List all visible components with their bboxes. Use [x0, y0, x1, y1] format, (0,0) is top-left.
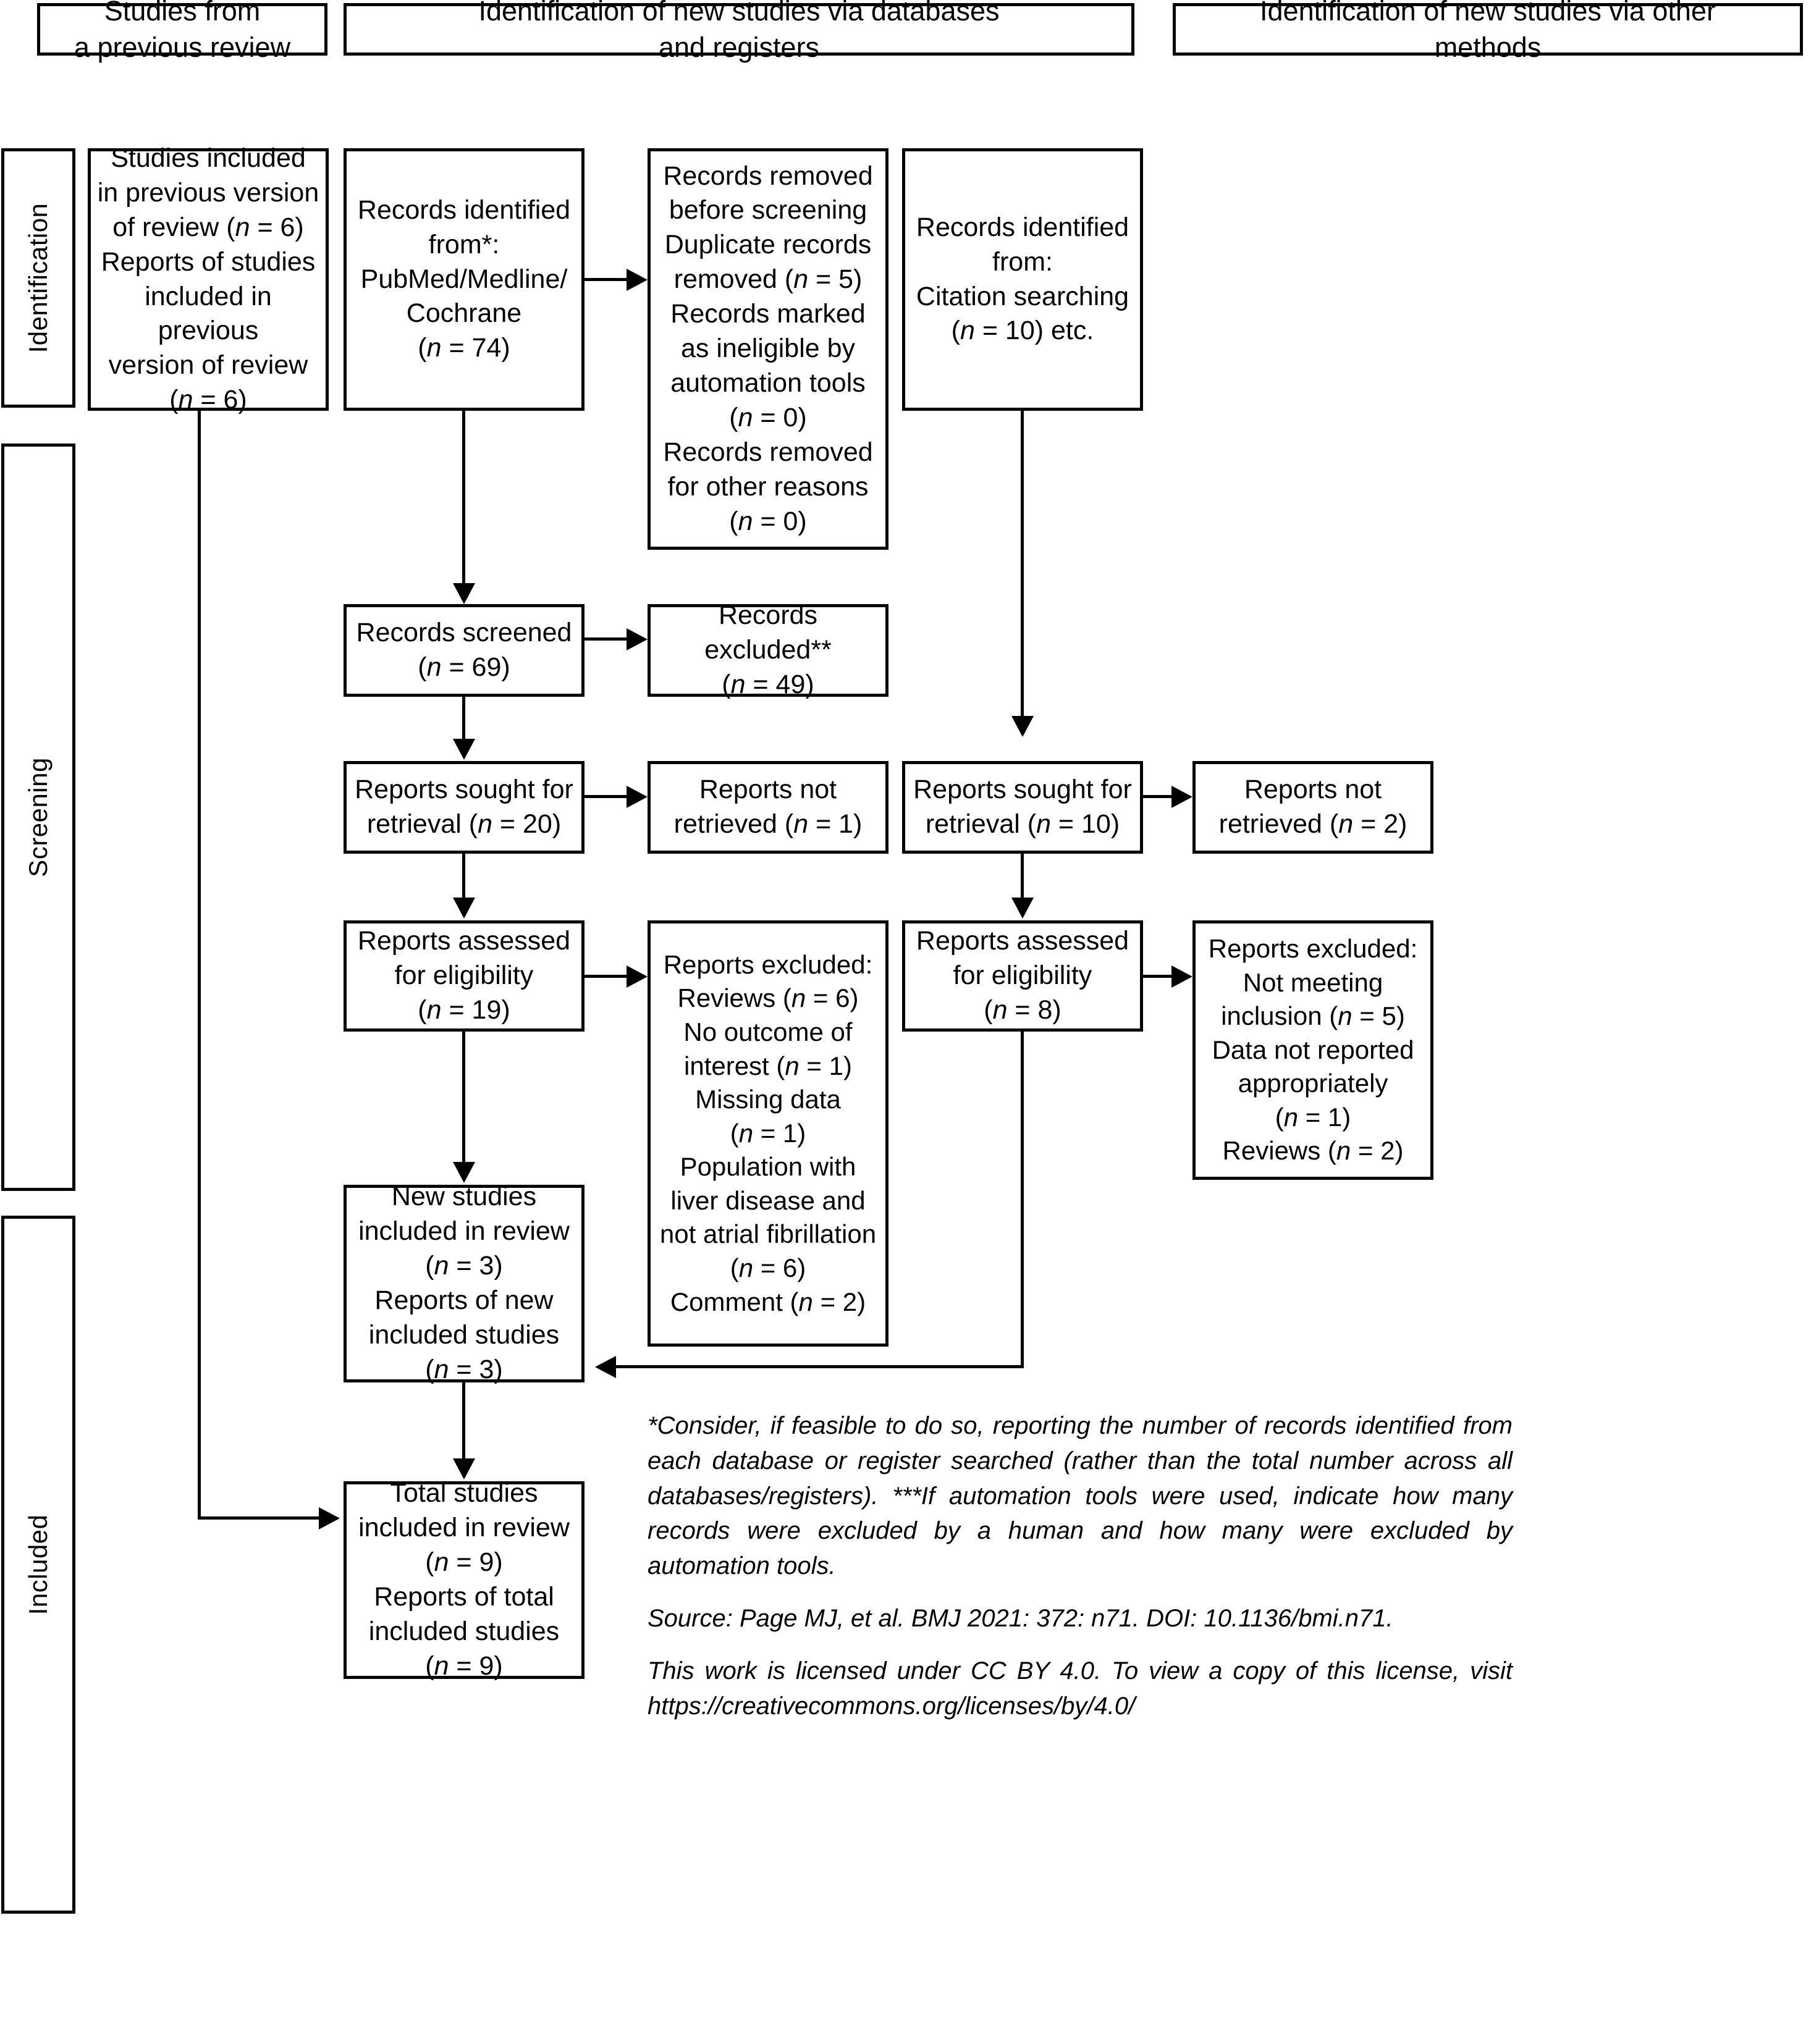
node-records-removed-before-screening-label: Records removed before screening Duplica…: [663, 161, 873, 536]
node-reports-sought-other: Reports sought for retrieval (n = 10): [902, 761, 1143, 854]
node-reports-sought-databases-label: Reports sought for retrieval (n = 20): [355, 775, 573, 839]
phase-bar-screening: Screening: [1, 444, 75, 1191]
node-total-studies-included-label: Total studies included in review (n = 9)…: [358, 1478, 570, 1681]
connector-assessed-other-to-new-studies: [615, 1365, 1023, 1368]
header-databases-registers-label: Identification of new studies via databa…: [478, 0, 1000, 63]
node-records-identified-databases-label: Records identified from*: PubMed/Medline…: [357, 195, 571, 363]
connector-assessed-other-to-excluded: [1143, 975, 1173, 978]
arrowhead-db-to-screened: [453, 583, 475, 604]
header-other-methods-label: Identification of new studies via other …: [1260, 0, 1716, 63]
phase-label-identification: Identification: [23, 203, 53, 353]
header-previous-review: Studies from a previous review: [37, 0, 327, 63]
node-reports-sought-databases: Reports sought for retrieval (n = 20): [344, 761, 585, 854]
connector-assessed-db-to-excluded: [585, 975, 628, 978]
node-records-removed-before-screening: Records removed before screening Duplica…: [648, 148, 888, 550]
node-records-excluded: Records excluded** (n = 49): [648, 600, 888, 699]
node-reports-assessed-databases-label: Reports assessed for eligibility (n = 19…: [357, 926, 571, 1025]
connector-assessed-db-to-new-studies: [462, 1032, 465, 1166]
arrowhead-sought-db-to-assessed: [453, 898, 475, 919]
header-previous-review-label: Studies from a previous review: [74, 0, 291, 63]
node-reports-not-retrieved-other-label: Reports not retrieved (n = 2): [1218, 775, 1408, 839]
node-records-identified-other-label: Records identified from: Citation search…: [916, 212, 1129, 346]
node-reports-excluded-databases: Reports excluded: Reviews (n = 6) No out…: [648, 920, 888, 1347]
arrowhead-screened-to-sought: [453, 739, 475, 760]
arrowhead-db-to-removed: [627, 269, 648, 291]
arrowhead-assessed-other-to-excluded: [1171, 965, 1192, 988]
node-reports-excluded-other: Reports excluded: Not meeting inclusion …: [1192, 920, 1433, 1180]
footnote-block: *Consider, if feasible to do so, reporti…: [648, 1408, 1513, 1723]
node-reports-not-retrieved-other: Reports not retrieved (n = 2): [1192, 761, 1433, 854]
connector-screened-to-excluded: [585, 637, 628, 641]
arrowhead-sought-other-to-not-retrieved: [1171, 786, 1192, 808]
connector-previous-to-total: [198, 411, 201, 1520]
arrowhead-new-studies-to-total: [453, 1458, 475, 1479]
connector-sought-db-to-not-retrieved: [585, 795, 628, 798]
arrowhead-sought-db-to-not-retrieved: [627, 786, 648, 808]
footnote-source: Source: Page MJ, et al. BMJ 2021: 372: n…: [648, 1604, 1393, 1632]
connector-sought-other-to-not-retrieved: [1143, 795, 1173, 798]
node-records-excluded-label: Records excluded** (n = 49): [704, 600, 832, 699]
phase-label-screening: Screening: [23, 757, 53, 877]
node-previous-studies-label: Studies included in previous version of …: [97, 143, 319, 415]
node-reports-not-retrieved-databases: Reports not retrieved (n = 1): [648, 761, 888, 854]
phase-label-included: Included: [23, 1514, 53, 1615]
arrowhead-sought-other-to-assessed: [1011, 898, 1034, 919]
footnote-license: This work is licensed under CC BY 4.0. T…: [648, 1657, 1513, 1720]
node-reports-excluded-other-label: Reports excluded: Not meeting inclusion …: [1208, 933, 1418, 1166]
phase-bar-identification: Identification: [1, 148, 75, 408]
arrowhead-assessed-db-to-excluded: [627, 965, 648, 988]
node-reports-assessed-databases: Reports assessed for eligibility (n = 19…: [344, 920, 585, 1032]
connector-other-to-sought: [1021, 411, 1024, 720]
connector-previous-to-total-horizontal: [198, 1516, 321, 1520]
header-other-methods: Identification of new studies via other …: [1173, 0, 1803, 63]
connector-db-to-removed: [585, 278, 628, 281]
arrowhead-previous-to-total: [319, 1507, 340, 1529]
connector-sought-other-to-assessed: [1021, 854, 1024, 902]
node-new-studies-included-label: New studies included in review (n = 3) R…: [358, 1182, 570, 1384]
footnote-note: *Consider, if feasible to do so, reporti…: [648, 1412, 1513, 1580]
node-reports-assessed-other-label: Reports assessed for eligibility (n = 8): [916, 926, 1129, 1025]
node-records-screened: Records screened (n = 69): [344, 604, 585, 697]
node-total-studies-included: Total studies included in review (n = 9)…: [344, 1478, 585, 1681]
connector-db-to-screened: [462, 411, 465, 587]
arrowhead-assessed-db-to-new-studies: [453, 1162, 475, 1183]
arrowhead-assessed-other-to-new-studies: [595, 1356, 616, 1378]
node-reports-assessed-other: Reports assessed for eligibility (n = 8): [902, 920, 1143, 1032]
arrowhead-other-to-sought: [1011, 716, 1034, 737]
node-reports-sought-other-label: Reports sought for retrieval (n = 10): [913, 775, 1132, 839]
node-records-identified-other: Records identified from: Citation search…: [902, 148, 1143, 411]
node-reports-not-retrieved-databases-label: Reports not retrieved (n = 1): [673, 775, 863, 839]
node-new-studies-included: New studies included in review (n = 3) R…: [344, 1182, 585, 1384]
arrowhead-screened-to-excluded: [627, 628, 648, 650]
phase-bar-included: Included: [1, 1216, 75, 1914]
connector-new-studies-to-total: [462, 1382, 465, 1463]
connector-assessed-other-down: [1021, 1032, 1024, 1368]
node-records-screened-label: Records screened (n = 69): [356, 618, 572, 682]
node-previous-studies: Studies included in previous version of …: [88, 143, 329, 414]
header-databases-registers: Identification of new studies via databa…: [344, 0, 1134, 63]
connector-sought-db-to-assessed: [462, 854, 465, 902]
node-reports-excluded-databases-label: Reports excluded: Reviews (n = 6) No out…: [659, 949, 877, 1316]
node-records-identified-databases: Records identified from*: PubMed/Medline…: [344, 148, 585, 411]
connector-screened-to-sought: [462, 697, 465, 743]
